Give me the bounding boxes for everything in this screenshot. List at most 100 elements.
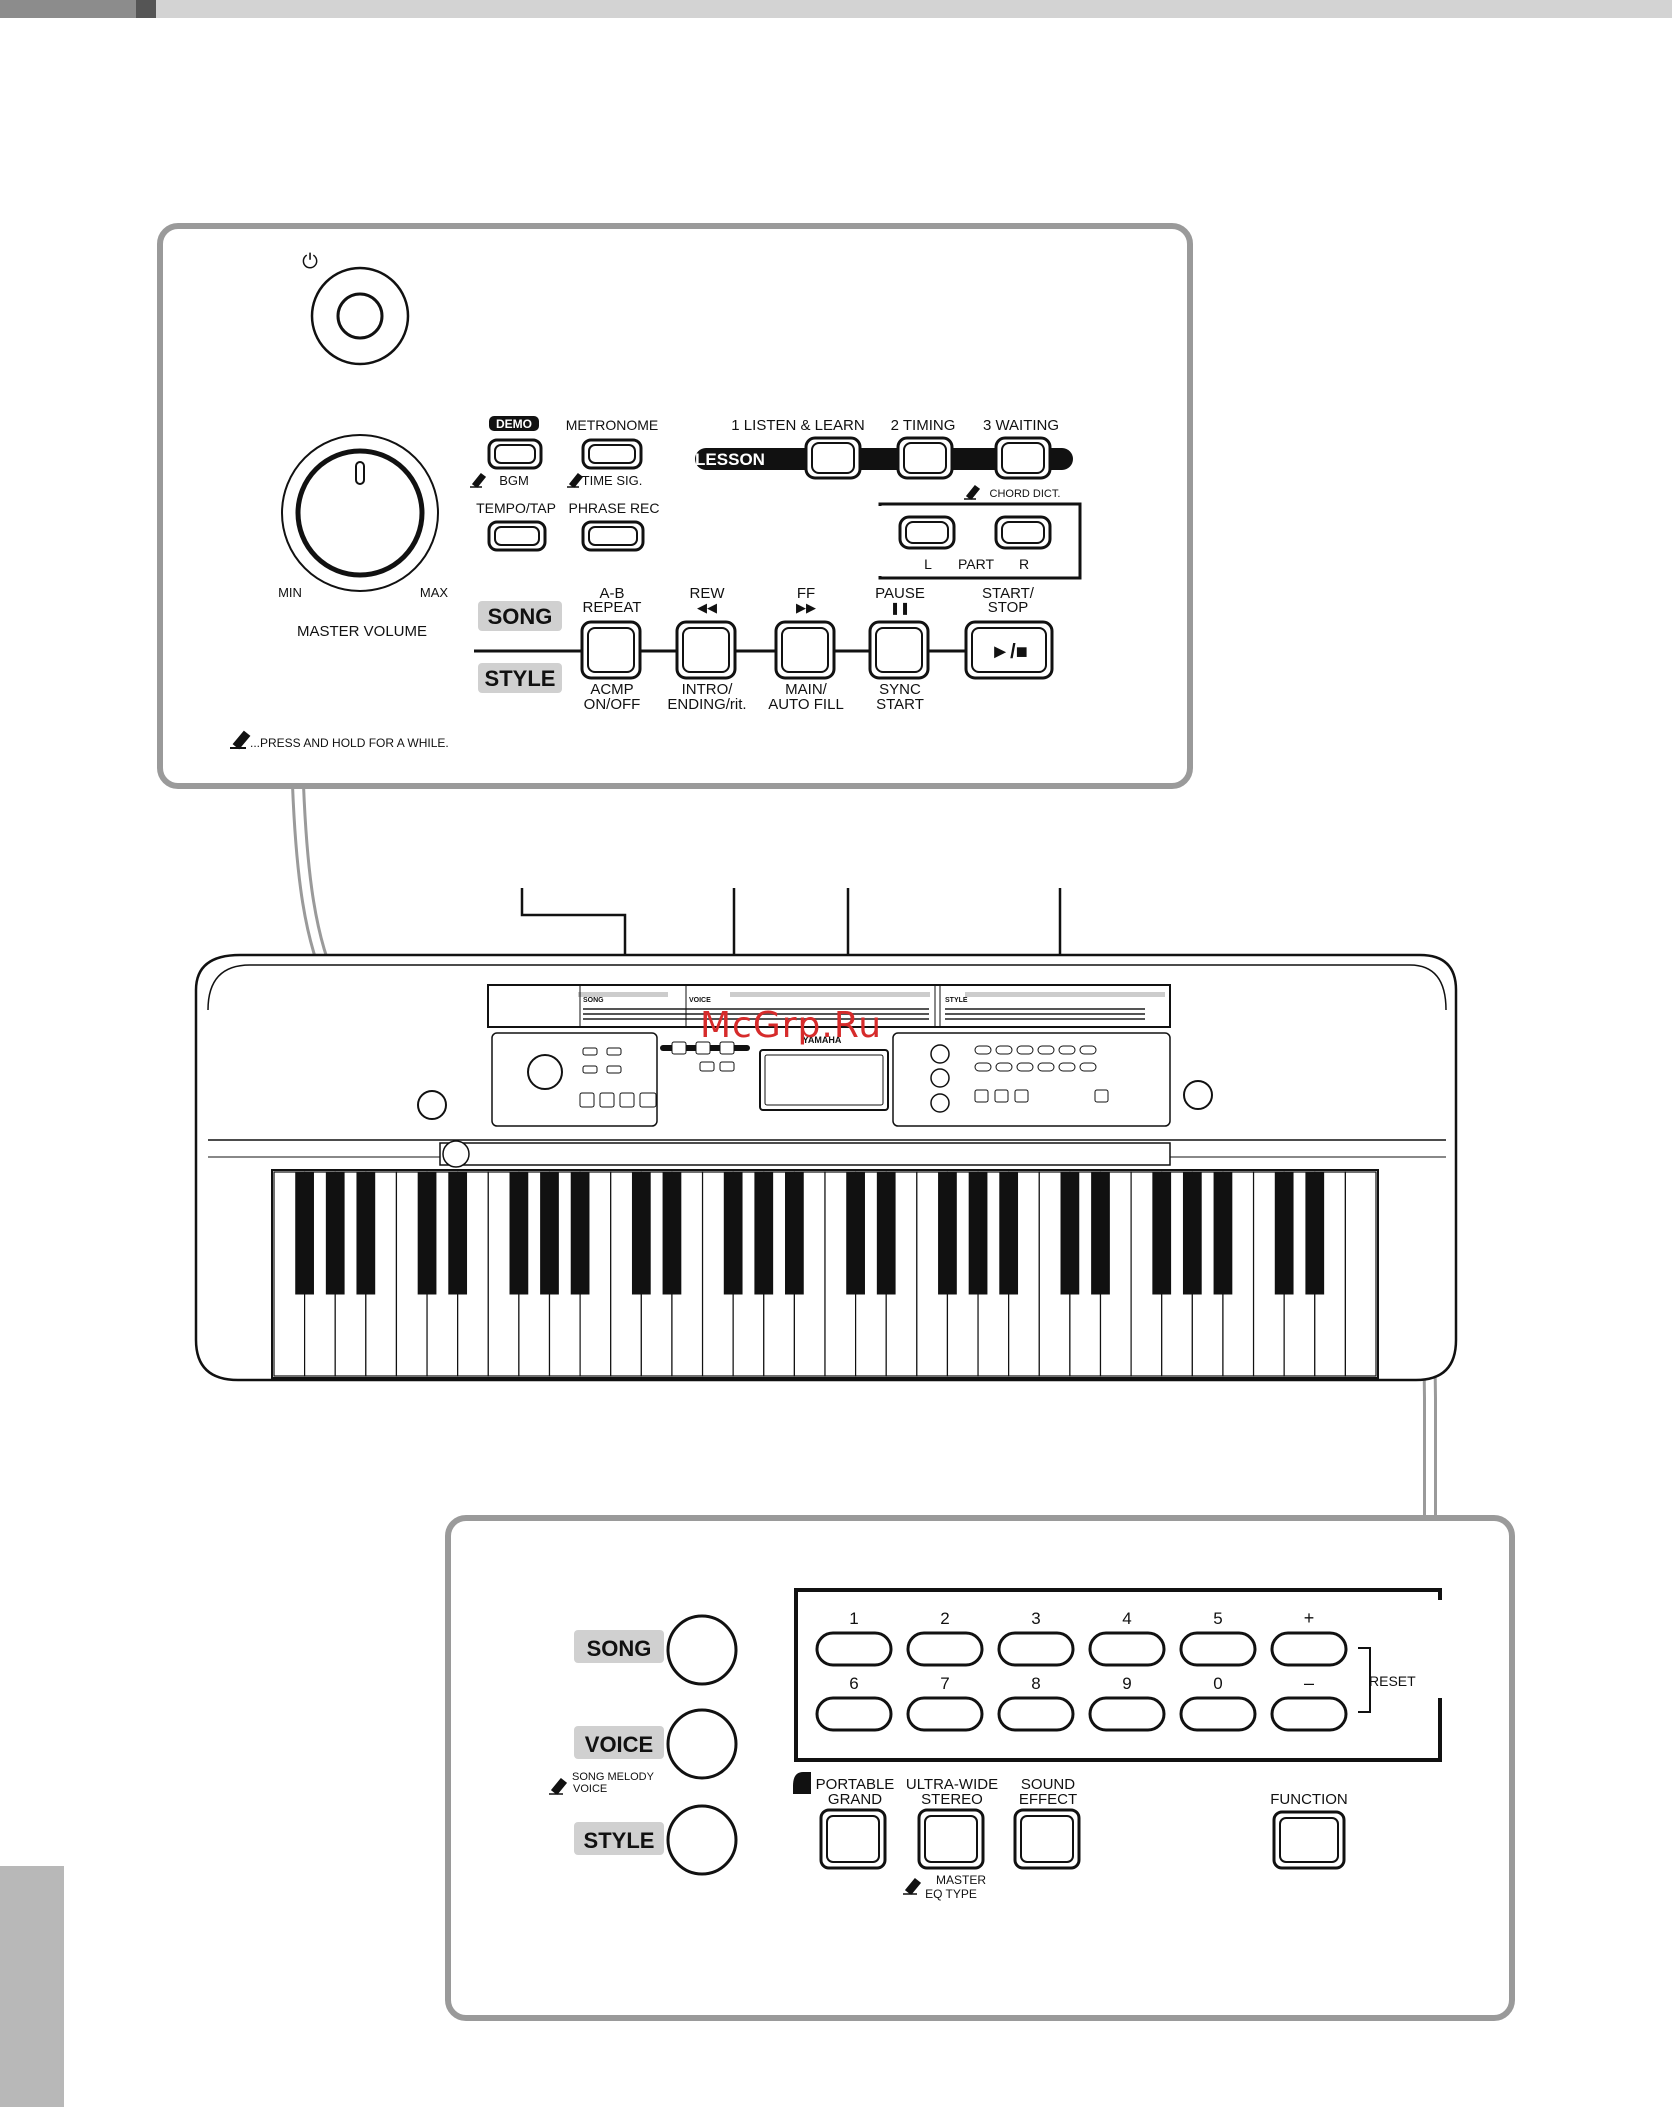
voice-button[interactable] [666, 1708, 738, 1780]
lcd-display [759, 1049, 889, 1111]
black-key[interactable] [785, 1171, 804, 1295]
plus-button[interactable] [1270, 1631, 1348, 1667]
pause-label: PAUSE [875, 585, 925, 602]
press-hold-icon [470, 472, 487, 489]
num-button-6[interactable] [815, 1696, 893, 1732]
white-key[interactable] [1344, 1171, 1377, 1377]
sound-effect-button[interactable] [1013, 1808, 1081, 1870]
black-key[interactable] [417, 1171, 437, 1295]
main-label-1: MAIN/ [785, 681, 828, 698]
black-key[interactable] [1060, 1171, 1080, 1295]
black-key[interactable] [509, 1171, 529, 1295]
ab-repeat-acmp-button[interactable] [580, 620, 642, 680]
portable-grand-button[interactable] [819, 1808, 887, 1870]
tempo-tap-button[interactable] [487, 520, 547, 552]
song-melody-voice-2: VOICE [573, 1783, 607, 1795]
ab-repeat-label-2: REPEAT [583, 599, 642, 616]
black-key[interactable] [295, 1171, 314, 1295]
tempo-tap-button-inset [494, 526, 540, 546]
pause-symbol: ❚❚ [890, 601, 910, 615]
style-list-title: STYLE [945, 997, 968, 1004]
sync-label-1: SYNC [879, 681, 921, 698]
num-button-3[interactable] [997, 1631, 1075, 1667]
style-badge-bg [478, 663, 562, 693]
power-symbol: ⏻ [302, 251, 318, 273]
part-l-label: L [924, 556, 932, 572]
metronome-button[interactable] [581, 438, 643, 470]
minus-button[interactable] [1270, 1696, 1348, 1732]
black-key[interactable] [325, 1171, 345, 1295]
mini-left-buttons [579, 1047, 657, 1108]
ff-main-button[interactable] [774, 620, 836, 680]
acmp-label-1: ACMP [590, 681, 633, 698]
part-l-button[interactable] [898, 515, 956, 550]
press-hold-icon [903, 1877, 922, 1896]
black-key[interactable] [570, 1171, 590, 1295]
style-button[interactable] [666, 1804, 738, 1876]
tempo-tap-label: TEMPO/TAP [476, 500, 556, 516]
black-key[interactable] [754, 1171, 774, 1295]
intro-label-1: INTRO/ [682, 681, 734, 698]
lower-style-badge: STYLE [584, 1828, 655, 1853]
lower-panel: SONG VOICE SONG MELODY VOICE STYLE RESET… [445, 1515, 1515, 2021]
black-key[interactable] [1274, 1171, 1294, 1295]
phrase-rec-label: PHRASE REC [568, 500, 659, 516]
num-key-label: 0 [1213, 1674, 1222, 1693]
waiting-button[interactable] [994, 436, 1052, 480]
start-stop-button[interactable] [964, 620, 1054, 680]
num-button-5[interactable] [1179, 1631, 1257, 1667]
black-key[interactable] [846, 1171, 865, 1295]
rew-intro-button[interactable] [675, 620, 737, 680]
grand-piano-icon [793, 1772, 811, 1794]
intro-label-2: ENDING/rit. [667, 696, 746, 713]
reset-bracket [1358, 1647, 1371, 1713]
sound-effect-button-inset [1020, 1815, 1074, 1863]
top-page-band-tab [0, 0, 136, 18]
black-key[interactable] [723, 1171, 743, 1295]
mini-volume-knob [527, 1054, 563, 1090]
phrase-rec-button[interactable] [581, 520, 645, 552]
num-key-label: 6 [849, 1674, 858, 1693]
num-button-0[interactable] [1179, 1696, 1257, 1732]
listen-learn-button[interactable] [804, 436, 862, 480]
num-button-1[interactable] [815, 1631, 893, 1667]
black-key[interactable] [1091, 1171, 1110, 1295]
black-key[interactable] [1305, 1171, 1325, 1295]
voice-list-title: VOICE [689, 997, 711, 1004]
chord-dict-label: CHORD DICT. [990, 488, 1061, 500]
list-rule [965, 992, 1165, 997]
black-key[interactable] [876, 1171, 896, 1295]
black-key[interactable] [1213, 1171, 1233, 1295]
black-key[interactable] [356, 1171, 376, 1295]
function-button[interactable] [1272, 1810, 1346, 1870]
part-r-button[interactable] [994, 515, 1052, 550]
black-key[interactable] [631, 1171, 651, 1295]
black-key[interactable] [540, 1171, 559, 1295]
part-r-button-inset [1001, 521, 1045, 544]
master-volume-knob[interactable] [295, 448, 425, 578]
left-speaker [417, 1090, 447, 1120]
num-button-4[interactable] [1088, 1631, 1166, 1667]
listen-learn-button-inset [811, 442, 855, 474]
black-key[interactable] [999, 1171, 1019, 1295]
num-button-9[interactable] [1088, 1696, 1166, 1732]
black-key[interactable] [1152, 1171, 1172, 1295]
ultra-wide-stereo-button[interactable] [917, 1808, 985, 1870]
power-switch[interactable] [336, 292, 384, 340]
num-button-7[interactable] [906, 1696, 984, 1732]
black-key[interactable] [662, 1171, 682, 1295]
num-button-8[interactable] [997, 1696, 1075, 1732]
num-button-2[interactable] [906, 1631, 984, 1667]
black-key[interactable] [1182, 1171, 1202, 1295]
black-key[interactable] [968, 1171, 988, 1295]
style-badge-bg [574, 1822, 664, 1855]
black-key[interactable] [448, 1171, 468, 1295]
timing-button[interactable] [896, 436, 954, 480]
demo-button[interactable] [487, 438, 543, 470]
body-edge [207, 964, 1447, 1011]
song-button[interactable] [666, 1614, 738, 1686]
pause-sync-button[interactable] [868, 620, 930, 680]
keyboard-overview: SONG VOICE STYLE YAMAHA [194, 888, 1458, 1382]
black-key[interactable] [938, 1171, 957, 1295]
